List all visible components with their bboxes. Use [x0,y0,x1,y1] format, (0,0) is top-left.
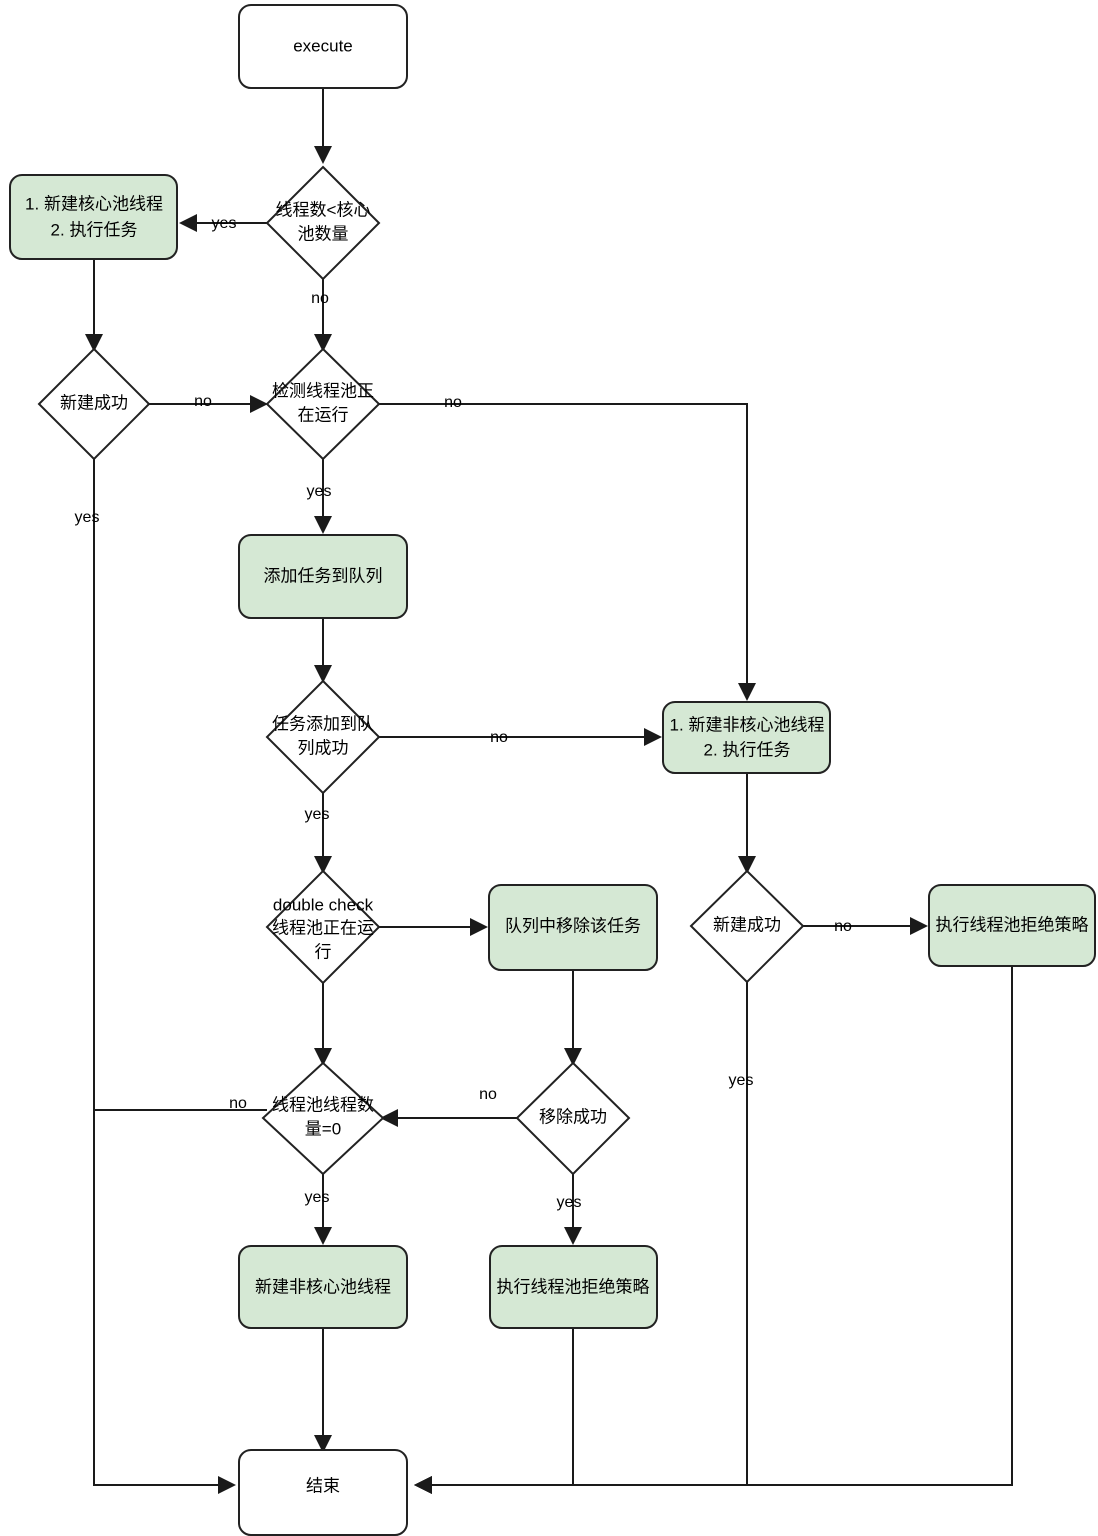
node-thread-count-zero-label-2: 量=0 [305,1119,341,1138]
node-execute-label: execute [293,36,353,55]
edge-label-create-ok-no: no [194,393,212,410]
node-create-noncore-bottom[interactable]: 新建非核心池线程 [238,1245,408,1329]
node-create-noncore-thread-label-2: 2. 执行任务 [704,740,791,759]
node-end-label: 结束 [306,1476,340,1495]
edge-label-create-ok-yes: yes [75,509,100,526]
node-end[interactable]: 结束 [238,1449,408,1536]
node-add-task-ok-label-1: 任务添加到队 [272,714,374,733]
node-reject-policy-bottom[interactable]: 执行线程池拒绝策略 [489,1245,658,1329]
node-reject-policy-bottom-label: 执行线程池拒绝策略 [497,1277,650,1296]
node-add-task-ok[interactable]: 任务添加到队 列成功 [265,679,381,795]
node-double-check-label-2: 线程池正在运 [272,918,374,937]
node-add-task-to-queue-label: 添加任务到队列 [264,566,383,585]
node-execute[interactable]: execute [238,4,408,89]
node-create-ok-right-label: 新建成功 [713,915,781,934]
edge-label-create-ok-right-no: no [834,918,852,935]
edges [85,88,1013,1494]
node-add-task-ok-label-2: 列成功 [298,738,349,757]
node-thread-count-zero[interactable]: 线程池线程数 量=0 [261,1061,385,1176]
edge-label-create-ok-right-yes: yes [729,1072,754,1089]
node-pool-running-check[interactable]: 检测线程池正 在运行 [265,347,381,461]
node-create-ok-left[interactable]: 新建成功 [37,347,151,461]
node-remove-task-from-queue-label: 队列中移除该任务 [505,916,641,935]
edge-create-ok-yes-to-end [93,459,236,1494]
node-create-ok-right[interactable]: 新建成功 [689,869,805,984]
node-remove-ok[interactable]: 移除成功 [515,1061,631,1176]
edge-labels: yes no no yes yes no no yes no yes no ye… [75,215,852,1211]
edge-label-core-no: no [311,290,329,307]
node-add-task-to-queue[interactable]: 添加任务到队列 [238,534,408,619]
node-thread-count-zero-label-1: 线程池线程数 [272,1095,374,1114]
node-core-thread-check-label-2: 池数量 [298,224,349,243]
node-pool-running-check-label-1: 检测线程池正 [272,381,374,400]
edge-label-add-ok-yes: yes [305,806,330,823]
node-core-thread-check-label-1: 线程数<核心 [276,200,371,219]
edge-label-count-zero-no: no [229,1095,247,1112]
node-create-core-thread[interactable]: 1. 新建核心池线程 2. 执行任务 [9,174,178,260]
node-create-ok-left-label: 新建成功 [60,393,128,412]
node-create-noncore-bottom-label: 新建非核心池线程 [255,1277,391,1296]
edge-label-add-ok-no: no [490,729,508,746]
node-reject-policy-right-label: 执行线程池拒绝策略 [936,915,1089,934]
edge-create-ok-right-yes-to-end [414,982,748,1494]
node-double-check-pool-running[interactable]: double check 线程池正在运 行 [265,869,381,985]
node-reject-policy-right[interactable]: 执行线程池拒绝策略 [928,884,1096,967]
node-double-check-label-3: 行 [315,942,332,961]
node-remove-task-from-queue[interactable]: 队列中移除该任务 [488,884,658,971]
edge-label-pool-running-no: no [444,394,462,411]
node-pool-running-check-label-2: 在运行 [298,405,349,424]
node-create-core-thread-label-2: 2. 执行任务 [51,220,138,239]
edge-reject-bottom-to-end [414,1328,574,1494]
node-core-thread-check[interactable]: 线程数<核心 池数量 [265,165,381,281]
edge-pool-running-no-to-new-noncore [379,403,756,701]
node-double-check-label-1: double check [273,895,374,914]
edge-label-pool-running-yes: yes [307,483,332,500]
node-create-core-thread-label-1: 1. 新建核心池线程 [25,194,163,213]
node-remove-ok-label: 移除成功 [539,1107,607,1126]
edge-label-count-zero-yes: yes [305,1189,330,1206]
edge-label-remove-ok-yes: yes [557,1194,582,1211]
node-create-noncore-thread[interactable]: 1. 新建非核心池线程 2. 执行任务 [662,701,831,774]
edge-label-remove-ok-no: no [479,1086,497,1103]
node-create-noncore-thread-label-1: 1. 新建非核心池线程 [670,715,825,734]
edge-label-core-yes: yes [212,215,237,232]
edge-reject-right-to-end [414,966,1013,1494]
